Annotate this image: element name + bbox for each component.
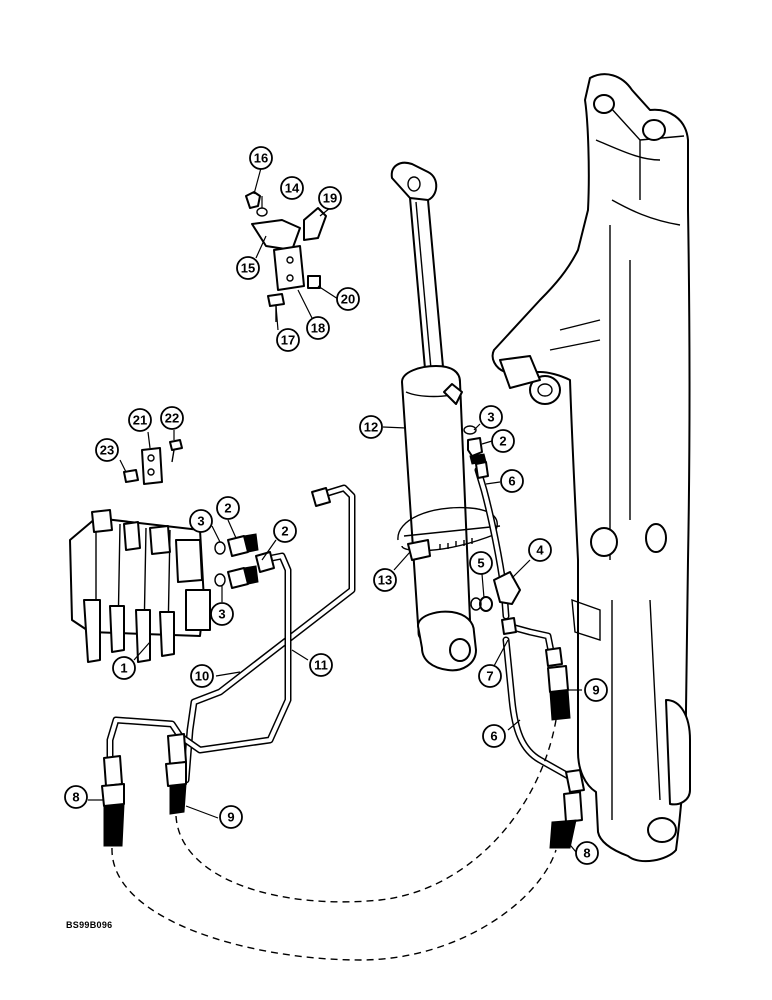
- callout-label: 21: [133, 413, 147, 428]
- hose-routes: [111, 719, 557, 961]
- callout-3: 3: [210, 602, 234, 626]
- callout-7: 7: [478, 664, 502, 688]
- callout-6: 6: [482, 724, 506, 748]
- callout-label: 2: [281, 524, 288, 539]
- callout-5: 5: [469, 551, 493, 575]
- callout-23: 23: [95, 438, 119, 462]
- boom-arm: [491, 73, 691, 863]
- callout-label: 3: [197, 514, 204, 529]
- callout-label: 2: [499, 434, 506, 449]
- callout-17: 17: [276, 328, 300, 352]
- callout-label: 3: [487, 410, 494, 425]
- callout-label: 13: [378, 573, 392, 588]
- callout-16: 16: [249, 146, 273, 170]
- callout-8: 8: [64, 785, 88, 809]
- callout-label: 14: [285, 181, 300, 196]
- callout-label: 10: [195, 669, 209, 684]
- control-valve: [69, 509, 211, 663]
- callout-3: 3: [479, 405, 503, 429]
- callout-18: 18: [306, 316, 330, 340]
- callout-label: 8: [72, 790, 79, 805]
- callout-3: 3: [189, 509, 213, 533]
- callout-11: 11: [309, 653, 333, 677]
- cylinder-tubes: [470, 461, 585, 793]
- callout-4: 4: [528, 538, 552, 562]
- callout-label: 7: [486, 669, 493, 684]
- callout-15: 15: [236, 256, 260, 280]
- callout-2: 2: [216, 496, 240, 520]
- callout-label: 3: [218, 607, 225, 622]
- callout-label: 6: [490, 729, 497, 744]
- callout-6: 6: [500, 469, 524, 493]
- leader-lines: [88, 167, 582, 853]
- callout-9: 9: [584, 678, 608, 702]
- callout-label: 17: [281, 333, 295, 348]
- callout-22: 22: [160, 406, 184, 430]
- valve-tubes: [106, 484, 356, 784]
- plate-assembly: [123, 439, 183, 485]
- callout-8: 8: [575, 841, 599, 865]
- callout-label: 8: [583, 846, 590, 861]
- callout-9: 9: [219, 805, 243, 829]
- callout-label: 9: [592, 683, 599, 698]
- callout-13: 13: [373, 568, 397, 592]
- callout-label: 12: [364, 420, 378, 435]
- callout-label: 1: [120, 661, 127, 676]
- callout-14: 14: [280, 176, 304, 200]
- callout-label: 4: [536, 543, 544, 558]
- callout-label: 15: [241, 261, 255, 276]
- callout-10: 10: [190, 664, 214, 688]
- callout-2: 2: [273, 519, 297, 543]
- valve-fittings: [214, 533, 259, 589]
- callout-12: 12: [359, 415, 383, 439]
- callout-label: 20: [341, 292, 355, 307]
- callout-label: 16: [254, 151, 268, 166]
- callout-label: 22: [165, 411, 179, 426]
- bracket-assembly: [245, 191, 327, 322]
- callout-label: 5: [477, 556, 484, 571]
- left-hose-ends: [101, 733, 187, 847]
- band-clamp: [397, 506, 501, 561]
- cylinder-top-fittings: [463, 425, 487, 465]
- hydraulic-cylinder: [390, 161, 477, 672]
- callout-2: 2: [491, 429, 515, 453]
- callout-20: 20: [336, 287, 360, 311]
- right-hose-ends: [547, 665, 583, 849]
- callout-label: 11: [314, 658, 328, 673]
- figure-code: BS99B096: [66, 920, 113, 930]
- callout-label: 23: [100, 443, 114, 458]
- callout-label: 2: [224, 501, 231, 516]
- callout-label: 6: [508, 474, 515, 489]
- callout-21: 21: [128, 408, 152, 432]
- callout-label: 9: [227, 810, 234, 825]
- callout-1: 1: [112, 656, 136, 680]
- callout-label: 19: [323, 191, 337, 206]
- callout-label: 18: [311, 321, 325, 336]
- callout-19: 19: [318, 186, 342, 210]
